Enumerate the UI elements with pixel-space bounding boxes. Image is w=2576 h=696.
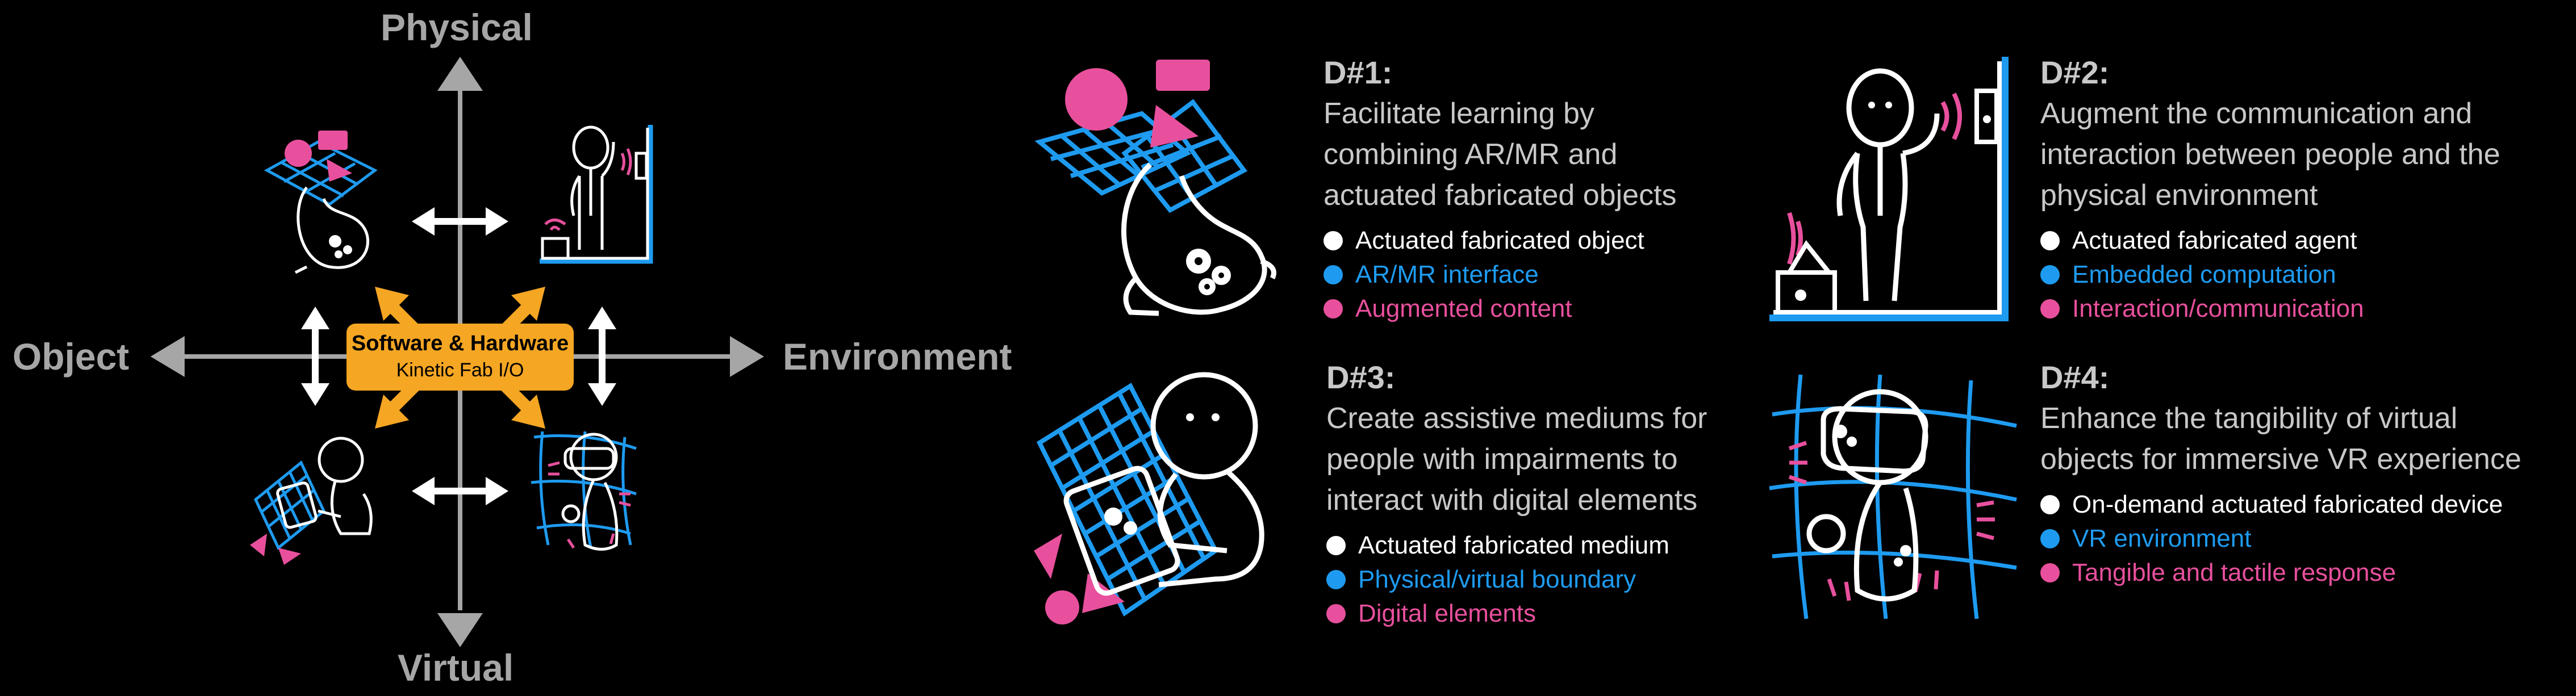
double-arrow-right [588, 307, 616, 406]
bullet-item: AR/MR interface [1324, 258, 1789, 292]
hub-title: Software & Hardware [351, 332, 569, 355]
card-title: D#1: [1324, 54, 1393, 90]
hub-box: Software & Hardware Kinetic Fab I/O [346, 324, 574, 391]
double-arrow-left [301, 307, 329, 406]
bullet-dot [2040, 231, 2060, 250]
bullet-item: Interaction/communication [2040, 292, 2552, 326]
bullet-item: Actuated fabricated agent [2040, 224, 2552, 258]
d1-illustration [1034, 60, 1276, 316]
card-title: D#2: [2040, 54, 2110, 90]
card-d2: D#2: Augment the communication and inter… [2040, 54, 2552, 326]
person-grid-tablet-icon [250, 437, 373, 565]
bullet-dot [2040, 265, 2060, 284]
bullet-dot [1324, 299, 1343, 318]
bullet-item: Digital elements [1326, 597, 1792, 631]
bullet-dot [1324, 231, 1343, 250]
bullet-dot [2040, 299, 2060, 318]
rabbit-gears-ar-icon [264, 131, 378, 274]
bullet-dot [1326, 536, 1346, 555]
card-title: D#3: [1326, 359, 1396, 395]
bullet-item: Actuated fabricated object [1324, 224, 1789, 258]
axis-label-top: Physical [381, 6, 533, 48]
axis-label-bottom: Virtual [398, 647, 514, 689]
bullet-item: Actuated fabricated medium [1326, 529, 1792, 563]
bullet-dot [2040, 529, 2060, 548]
axis-label-left: Object [12, 336, 130, 378]
bullet-dot [1324, 265, 1343, 284]
card-d4: D#4: Enhance the tangibility of virtual … [2040, 359, 2563, 590]
d2-illustration [1769, 57, 2009, 321]
bullet-dot [2040, 495, 2060, 514]
card-description: Augment the communication and interactio… [2040, 97, 2500, 212]
bullet-item: On-demand actuated fabricated device [2040, 488, 2563, 522]
bullet-dot [1326, 604, 1346, 623]
card-description: Enhance the tangibility of virtual objec… [2040, 402, 2521, 476]
d4-illustration [1769, 374, 2017, 619]
bullet-item: VR environment [2040, 522, 2563, 556]
bullet-dot [2040, 563, 2060, 582]
bullet-item: Tangible and tactile response [2040, 556, 2563, 590]
card-description: Facilitate learning by combining AR/MR a… [1324, 97, 1677, 212]
hub-subtitle: Kinetic Fab I/O [396, 359, 524, 381]
double-arrow-top [412, 207, 508, 236]
card-title: D#4: [2040, 359, 2110, 395]
person-waving-wall-icon [540, 125, 653, 264]
d3-illustration [1034, 372, 1264, 624]
bullet-item: Embedded computation [2040, 258, 2552, 292]
bullet-dot [1326, 570, 1346, 589]
vr-headset-person-icon [531, 431, 637, 551]
card-d3: D#3: Create assistive mediums for people… [1326, 359, 1792, 631]
card-d1: D#1: Facilitate learning by combining AR… [1324, 54, 1789, 326]
card-description: Create assistive mediums for people with… [1326, 402, 1707, 517]
bullet-item: Augmented content [1324, 292, 1789, 326]
double-arrow-bottom [412, 477, 508, 505]
bullet-item: Physical/virtual boundary [1326, 563, 1792, 597]
axis-label-right: Environment [783, 336, 1012, 378]
